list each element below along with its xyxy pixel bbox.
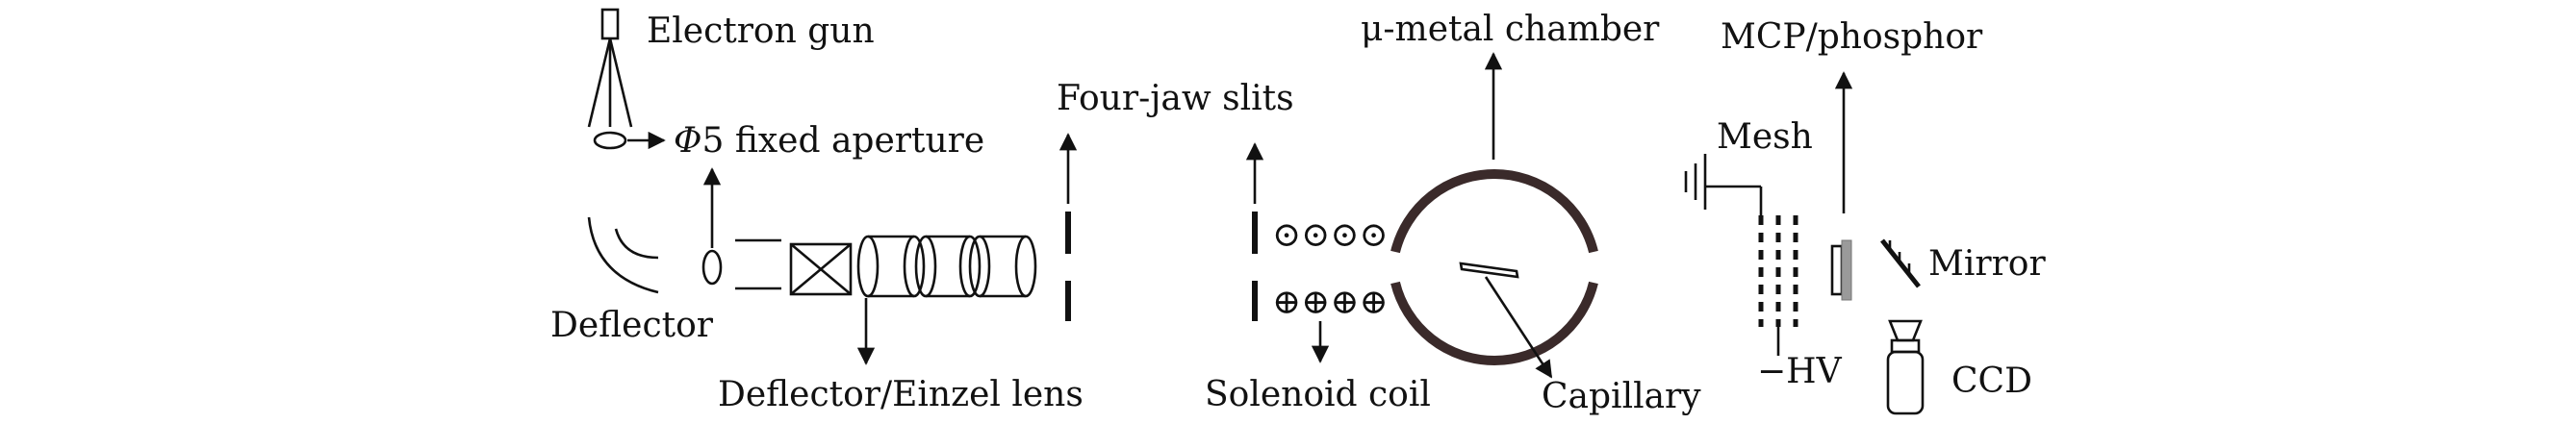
four-jaw-slits — [1058, 133, 1264, 321]
phi-symbol: Φ — [674, 121, 702, 161]
four-jaw-slits-label: Four-jaw slits — [1057, 79, 1294, 118]
solenoid-coil-label: Solenoid coil — [1205, 375, 1431, 414]
focus-lens — [701, 167, 723, 286]
fixed-aperture-label: Φ5 fixed aperture — [674, 121, 984, 161]
capillary-label: Capillary — [1542, 377, 1701, 416]
mesh-assembly — [1684, 154, 1798, 356]
deflector-plates — [587, 216, 659, 294]
electron-gun — [587, 8, 633, 128]
mirror-label: Mirror — [1928, 244, 2046, 284]
electron-gun-label: Electron gun — [647, 12, 875, 51]
solenoid-coil-bottom-symbols: ⊕⊕⊕⊕ — [1272, 283, 1389, 322]
fixed-aperture — [593, 131, 666, 150]
ccd-camera — [1886, 319, 1925, 415]
solenoid-coil-top-symbols: ⊙⊙⊙⊙ — [1272, 215, 1389, 255]
deflector-label: Deflector — [550, 306, 714, 345]
hv-label: −HV — [1757, 352, 1843, 391]
deflector-einzel-lens-label: Deflector/Einzel lens — [718, 375, 1084, 414]
aperture-text: 5 fixed aperture — [702, 121, 985, 161]
mu-metal-chamber — [1390, 52, 1598, 365]
hv-text: HV — [1786, 352, 1842, 391]
mesh-label: Mesh — [1717, 117, 1813, 157]
capillary — [1459, 262, 1553, 379]
mcp-phosphor — [1830, 71, 1853, 301]
mu-metal-chamber-label: μ-metal chamber — [1361, 10, 1660, 49]
ccd-label: CCD — [1951, 362, 2032, 401]
hv-minus-sign: − — [1757, 352, 1786, 391]
deflector-einzel-lens — [735, 235, 1037, 365]
mirror — [1880, 238, 1921, 288]
mcp-phosphor-label: MCP/phosphor — [1721, 17, 1983, 57]
